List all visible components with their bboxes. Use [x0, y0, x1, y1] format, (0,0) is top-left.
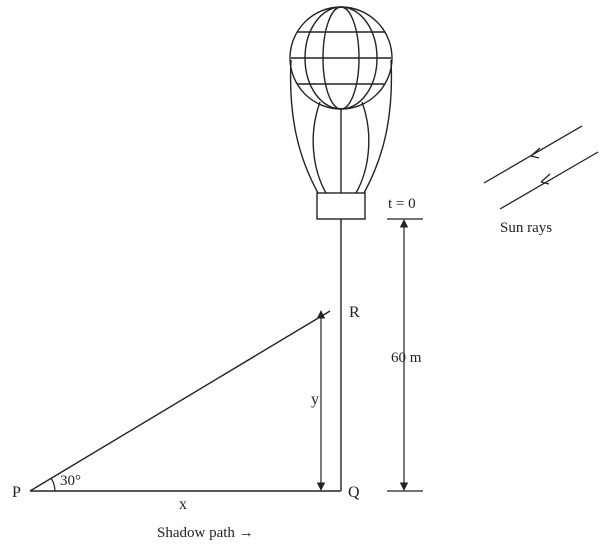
hot-air-balloon	[289, 6, 393, 220]
angle-label: 30°	[60, 473, 81, 489]
balloon-basket	[316, 192, 366, 220]
balloon-cord	[289, 59, 319, 194]
t0-label: t = 0	[388, 196, 416, 212]
point-R-label: R	[349, 304, 360, 321]
balloon-cord	[312, 101, 327, 194]
point-P-label: P	[12, 484, 21, 501]
sun-ray-arrowhead	[540, 173, 551, 185]
balloon-cord	[363, 59, 393, 194]
angle-arc	[50, 477, 56, 492]
shadow-path-label: Shadow path →	[157, 525, 254, 541]
sun-rays-label: Sun rays	[500, 220, 552, 236]
sun-ray	[499, 151, 599, 210]
x-label: x	[179, 496, 187, 513]
point-Q-label: Q	[348, 484, 360, 501]
line-PR	[29, 310, 331, 492]
sun-ray-arrowhead	[530, 147, 541, 159]
height-label: 60 m	[391, 350, 422, 366]
y-label: y	[311, 391, 319, 408]
balloon-cord	[355, 101, 370, 194]
sun-rays	[483, 125, 599, 210]
